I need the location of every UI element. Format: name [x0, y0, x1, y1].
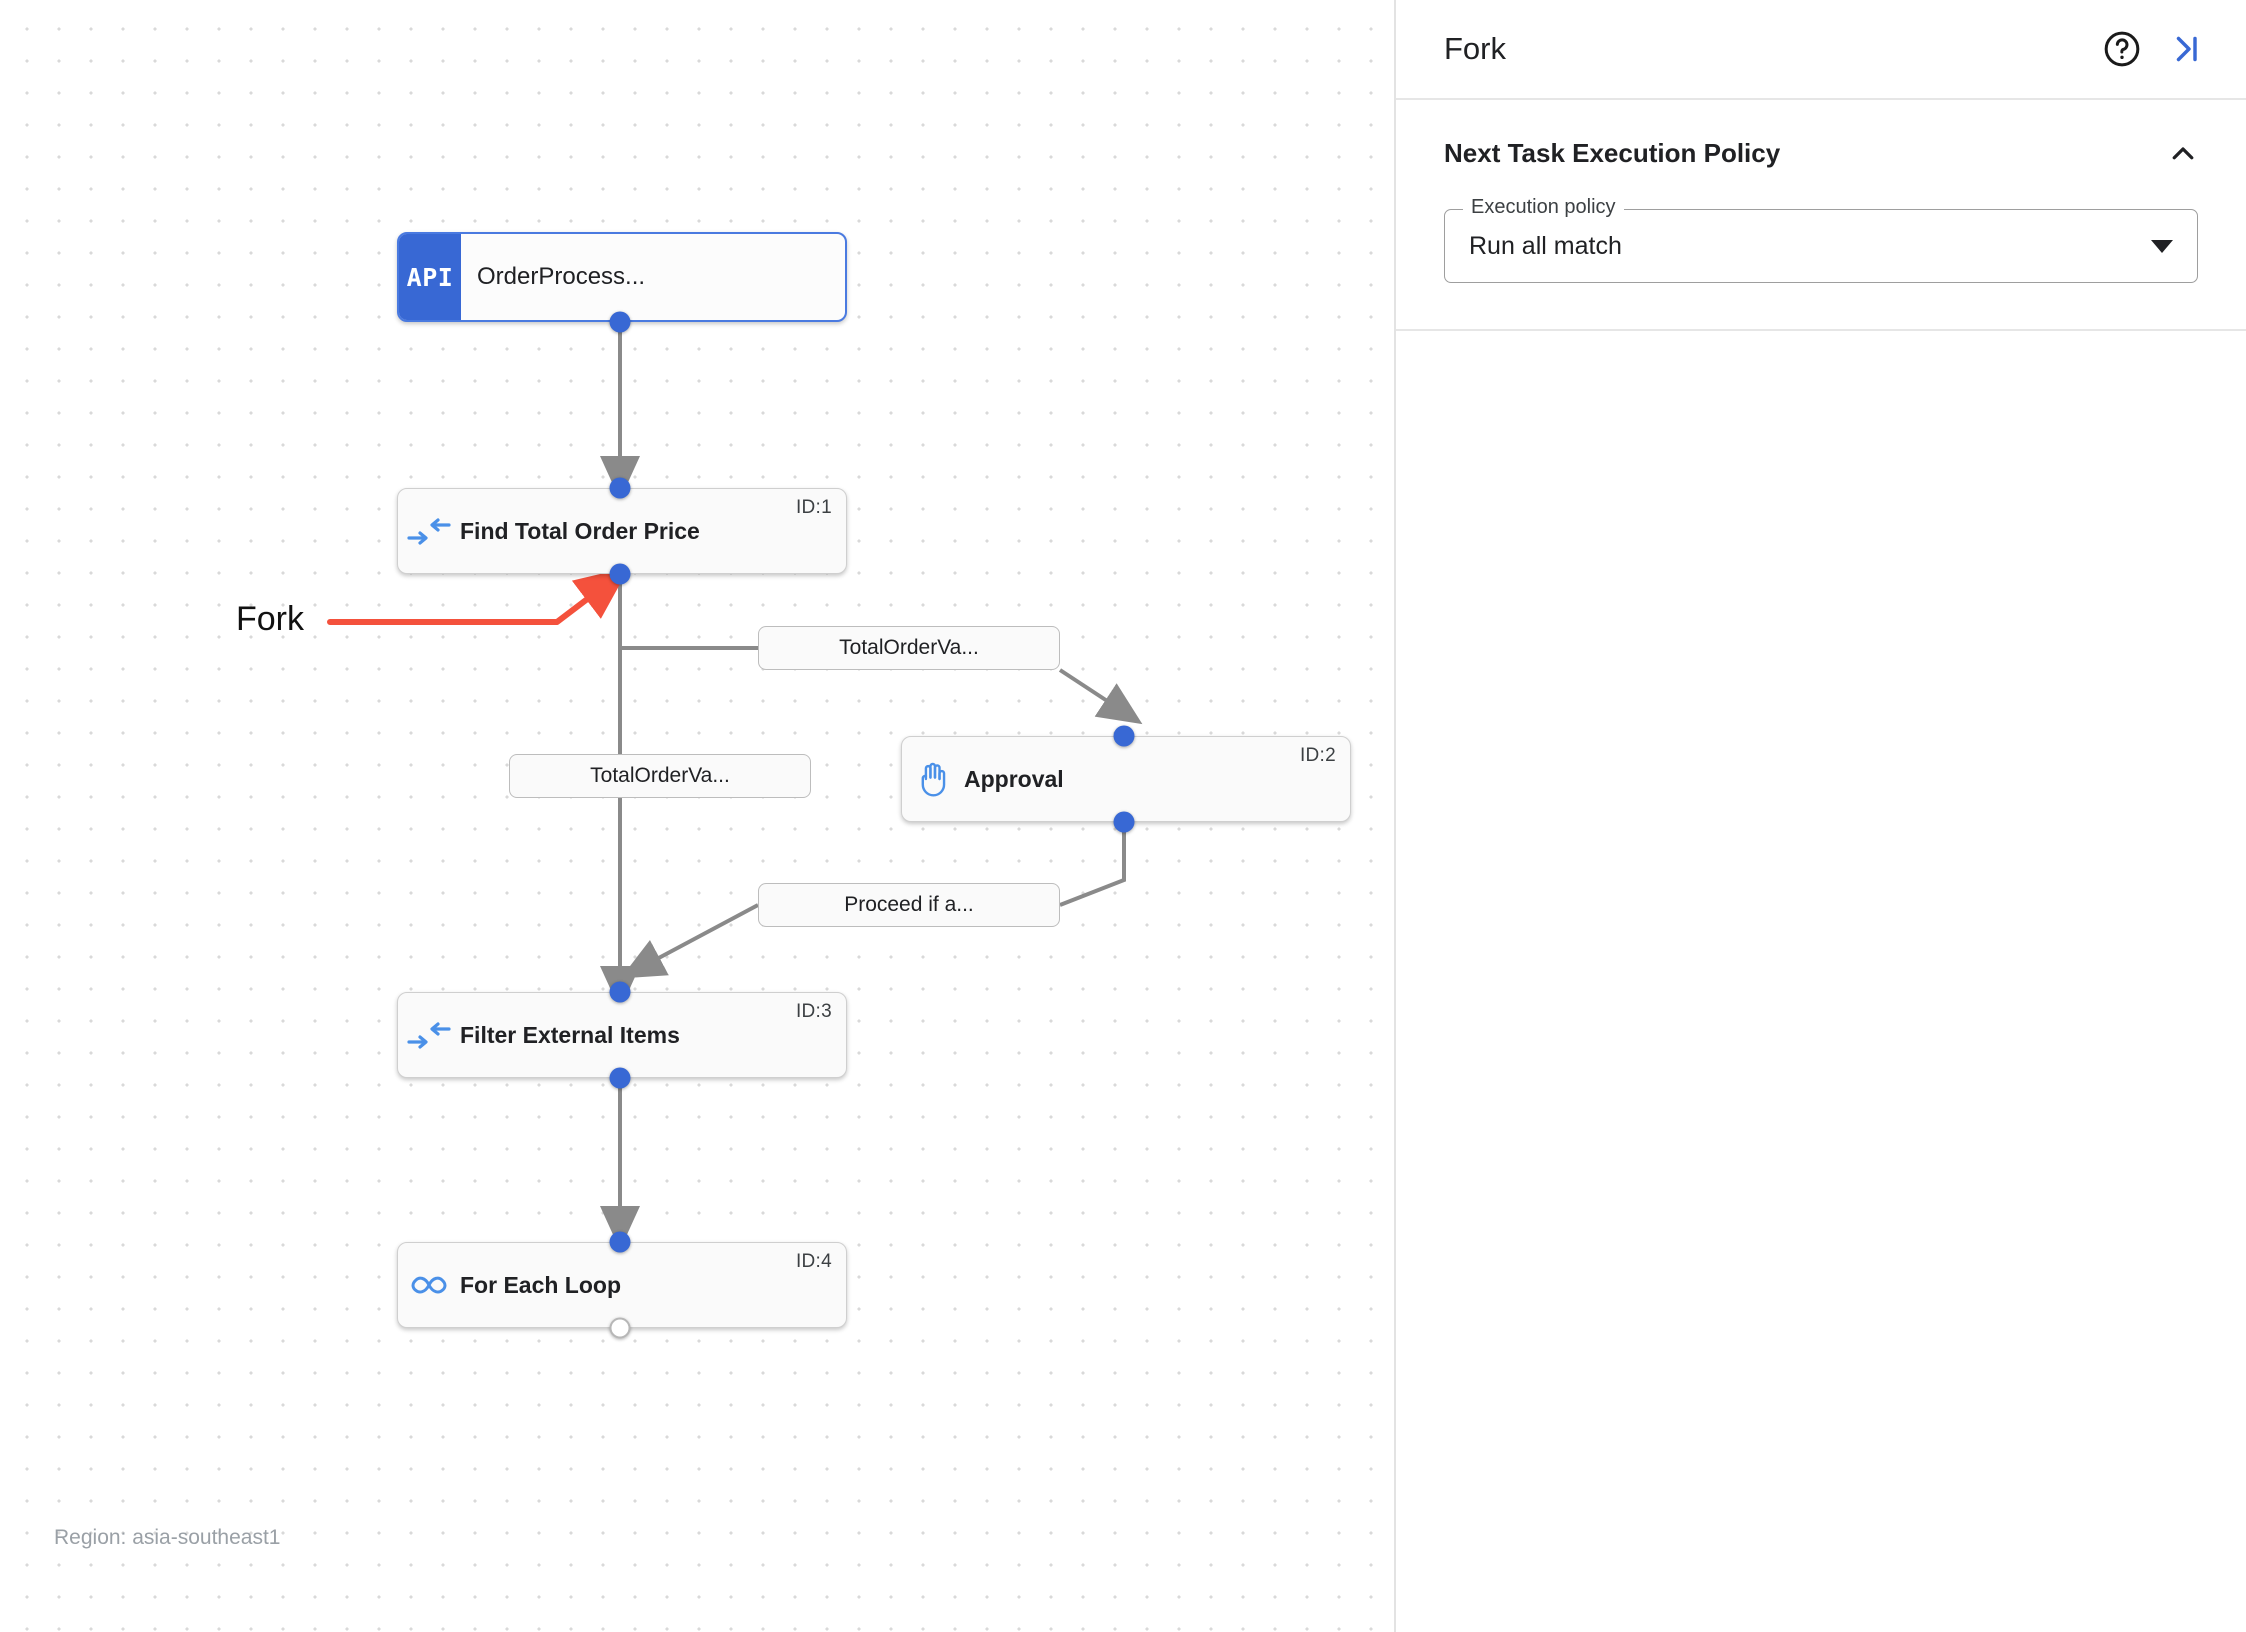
collapse-right-icon: [2176, 36, 2197, 62]
node-title: For Each Loop: [460, 1271, 621, 1298]
node-filter-external-items[interactable]: Filter External Items ID:3: [397, 992, 847, 1078]
edge-label-total-order-value-1[interactable]: TotalOrderVa...: [758, 626, 1060, 670]
node-order-process[interactable]: API OrderProcess...: [397, 232, 847, 322]
edge-task2-label3: [1059, 822, 1126, 907]
node-find-total-order-price[interactable]: Find Total Order Price ID:1: [397, 488, 847, 574]
help-button[interactable]: [2102, 29, 2168, 69]
connector-out-start[interactable]: [609, 311, 631, 333]
edge-layer: [327, 322, 1143, 1250]
edge-label-total-order-value-2[interactable]: TotalOrderVa...: [509, 754, 811, 798]
infinity-icon: [398, 1272, 460, 1298]
connector-out-task4[interactable]: [609, 1317, 631, 1339]
execution-policy-label: Execution policy: [1463, 196, 1624, 219]
panel-header: Fork: [1396, 0, 2246, 100]
chevron-down-icon[interactable]: [2151, 239, 2173, 253]
chevron-up-icon[interactable]: [2168, 139, 2198, 169]
edge-label-proceed-if[interactable]: Proceed if a...: [758, 883, 1060, 927]
node-title: Find Total Order Price: [460, 517, 700, 544]
merge-arrows-icon: [398, 1020, 460, 1050]
annotation-arrow: [327, 567, 630, 625]
node-id-badge: ID:1: [795, 497, 832, 518]
node-title: OrderProcess...: [477, 263, 646, 290]
edge-label1-task2: [1058, 668, 1143, 725]
node-title: Filter External Items: [460, 1021, 680, 1048]
node-id-badge: ID:4: [795, 1251, 832, 1272]
connector-in-task3[interactable]: [609, 981, 631, 1003]
node-title: Approval: [964, 765, 1064, 792]
panel-title: Fork: [1444, 31, 1506, 66]
properties-panel: Fork Next Task Execution Policy: [1396, 0, 2246, 1632]
merge-arrows-icon: [398, 516, 460, 546]
api-badge: API: [399, 234, 461, 320]
connector-in-task1[interactable]: [609, 477, 631, 499]
section-header[interactable]: Next Task Execution Policy: [1444, 138, 2198, 169]
edge-task1-label1-a: [618, 574, 758, 650]
workflow-canvas[interactable]: Fork API OrderProcess... Find Total Orde…: [0, 0, 1396, 1632]
section-title: Next Task Execution Policy: [1444, 138, 1781, 168]
node-id-badge: ID:3: [795, 1001, 832, 1022]
node-approval[interactable]: Approval ID:2: [901, 736, 1351, 822]
hand-icon: [902, 760, 964, 798]
connector-out-task3[interactable]: [609, 1067, 631, 1089]
annotation-label: Fork: [236, 600, 304, 638]
execution-policy-select[interactable]: Execution policy Run all match: [1444, 196, 2198, 283]
next-task-execution-policy-section: Next Task Execution Policy Execution pol…: [1396, 100, 2246, 331]
connector-in-task2[interactable]: [1113, 725, 1135, 747]
connector-in-task4[interactable]: [609, 1231, 631, 1253]
connector-out-task1-fork[interactable]: [609, 563, 631, 585]
connector-out-task2[interactable]: [1113, 811, 1135, 833]
collapse-panel-button[interactable]: [2168, 31, 2204, 67]
node-id-badge: ID:2: [1299, 745, 1336, 766]
edge-label3-task3: [620, 903, 759, 979]
execution-policy-value: Run all match: [1469, 231, 1622, 260]
node-for-each-loop[interactable]: For Each Loop ID:4: [397, 1242, 847, 1328]
region-label: Region: asia-southeast1: [54, 1526, 281, 1549]
help-circle-icon: [2104, 31, 2140, 67]
